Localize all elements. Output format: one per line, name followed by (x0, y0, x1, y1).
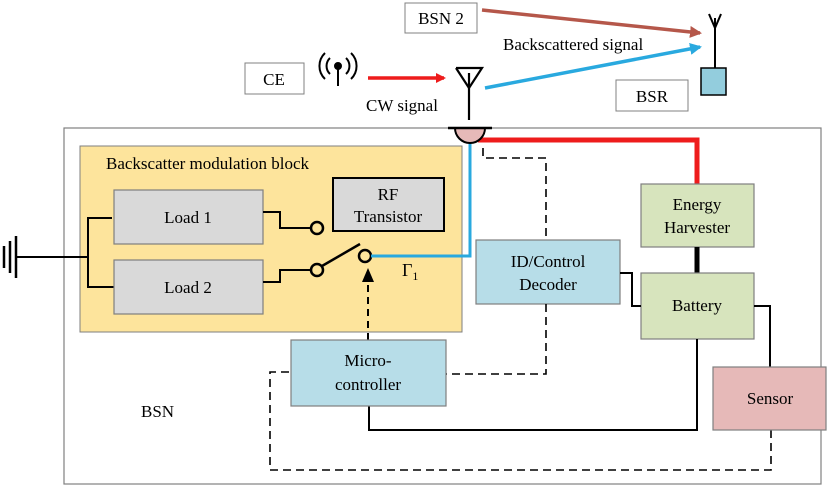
decoder-box (475, 239, 621, 305)
dashed-antenna-decoder (482, 148, 547, 240)
control-arrow-head (362, 268, 374, 282)
load1-label: Load 1 (164, 208, 212, 227)
rf-transistor-box (332, 177, 445, 232)
switch-icon (309, 220, 373, 278)
ce-box (244, 62, 305, 95)
decoder-battery-wire (620, 272, 641, 307)
bsr-box (615, 79, 689, 112)
bsr-label: BSR (636, 87, 669, 106)
load-wiring (263, 211, 311, 283)
sensor-box (712, 366, 827, 431)
bsn2-box (404, 2, 478, 34)
load2-label: Load 2 (164, 278, 212, 297)
backscattered-signal-arrow (484, 42, 702, 90)
battery-micro-wire (368, 339, 698, 431)
microcontroller-label-line1: Micro- (344, 351, 392, 370)
red-power-path (478, 137, 700, 184)
decoder-label-line1: ID/Control (511, 252, 586, 271)
bsr-antenna-icon (708, 13, 722, 68)
energy-harvester-box (640, 183, 755, 248)
ce-wireless-icon (318, 52, 358, 86)
load2-box (113, 259, 264, 315)
blue-signal-path (371, 138, 472, 258)
bsn-antenna-icon (455, 66, 485, 120)
bsn-antenna-dome (453, 127, 487, 144)
ground-wiring (16, 217, 116, 288)
load1-box (113, 189, 264, 245)
battery-label: Battery (672, 296, 723, 315)
ground-icon (2, 236, 18, 278)
microcontroller-label-line2: controller (335, 375, 401, 394)
microcontroller-box (290, 339, 447, 407)
battery-box (640, 272, 755, 340)
dashed-sensor-micro (269, 371, 772, 471)
gamma-label: Γ1 (402, 260, 418, 283)
ce-label: CE (263, 70, 285, 89)
modulation-block-title: Backscatter modulation block (106, 154, 309, 173)
bsn-label: BSN (141, 402, 174, 421)
rf-transistor-label-line2: Transistor (354, 207, 423, 226)
bsr-device-icon (700, 67, 727, 96)
backscattered-signal-label: Backscattered signal (503, 35, 643, 54)
energy-harvester-label-line2: Harvester (664, 218, 730, 237)
dashed-decoder-micro (446, 304, 547, 375)
bsn2-label: BSN 2 (418, 9, 464, 28)
bsn2-signal-arrow (481, 8, 702, 38)
energy-harvester-label-line1: Energy (673, 195, 722, 214)
battery-sensor-wire (754, 305, 771, 367)
decoder-label-line2: Decoder (519, 275, 577, 294)
rf-transistor-label-line1: RF (378, 185, 399, 204)
sensor-label: Sensor (747, 389, 794, 408)
cw-signal-label: CW signal (366, 96, 438, 115)
